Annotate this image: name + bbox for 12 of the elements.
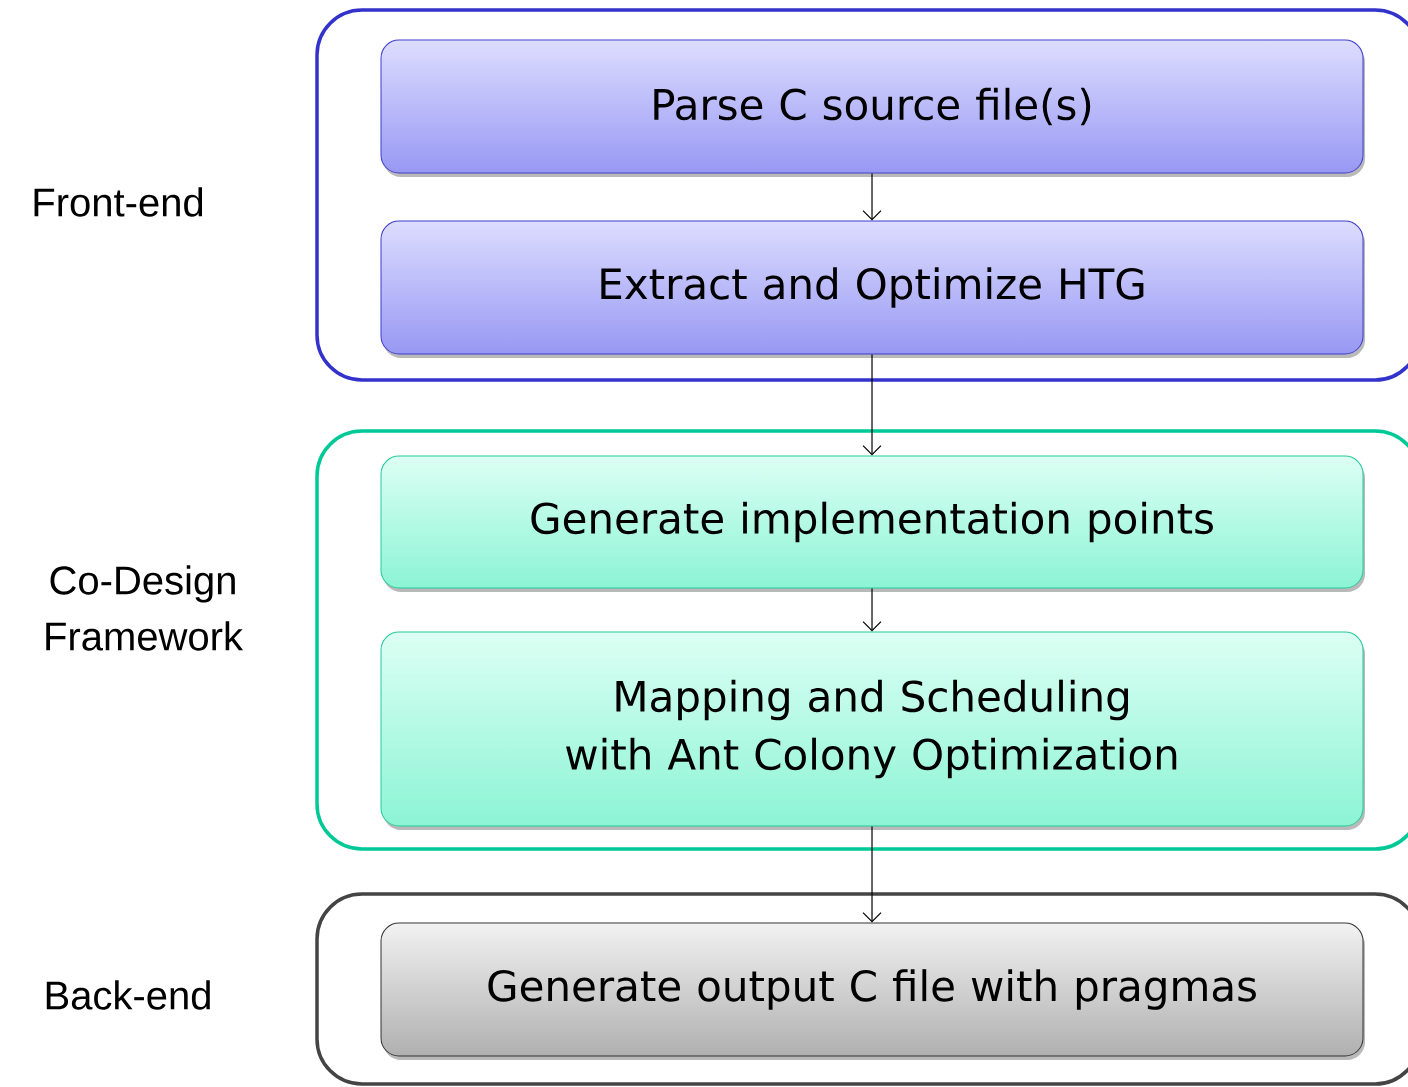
arrow — [862, 587, 882, 632]
arrow — [862, 825, 882, 923]
arrow — [862, 353, 882, 456]
process-box: Mapping and Scheduling with Ant Colony Optimization — [380, 631, 1365, 830]
process-box: Parse C source file(s) — [380, 39, 1365, 177]
process-box: Generate output C file with pragmas — [380, 922, 1365, 1060]
process-box: Generate implementation points — [380, 455, 1365, 592]
node-label: Front-end — [34, 187, 203, 217]
process-box: Extract and Optimize HTG — [380, 220, 1365, 358]
node-label: Co-Design Framework — [46, 565, 244, 651]
node-label: Back-end — [46, 980, 210, 1010]
arrow — [862, 172, 882, 221]
